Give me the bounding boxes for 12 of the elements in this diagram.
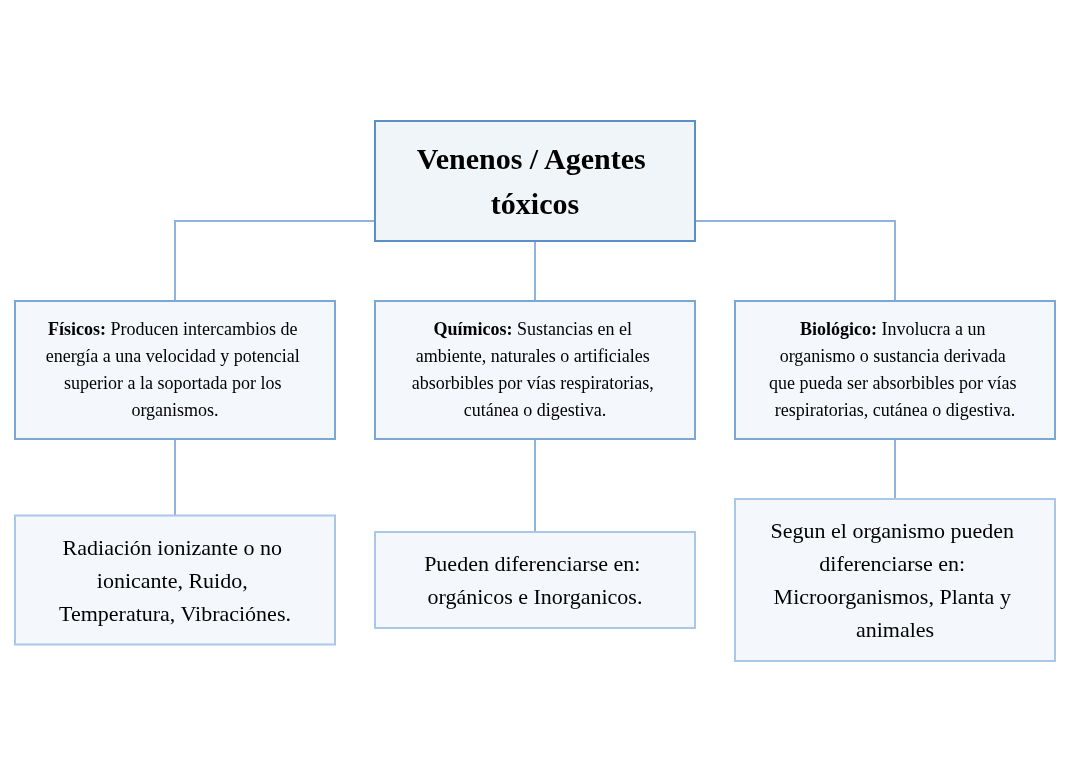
connector <box>534 437 536 533</box>
node-box: Biológico: Involucra a un organismo o sustancia derivada que pueda ser absorbibles por vías respiratorias, cutánea o digestiva. <box>734 299 1056 440</box>
node-box: Radiación ionizante o no ionicante, Ruido, Temperatura, Vibraciónes. <box>14 514 336 645</box>
node-box: Físicos: Producen intercambios de energía a una velocidad y potencial superior a la soportada por los organismos. <box>14 299 336 440</box>
node-box: Segun el organismo pueden diferenciarse en: Microorganismos, Planta y animales <box>734 497 1056 662</box>
connector <box>174 437 176 516</box>
connector <box>174 219 376 302</box>
node-box: Pueden diferenciarse en: orgánicos e Inorganicos. <box>374 530 696 629</box>
node-box: Químicos: Sustancias en el ambiente, naturales o artificiales absorbibles por vías respiratorias, cutánea o digestiva. <box>374 299 696 440</box>
node-box: Venenos / Agentes tóxicos <box>374 119 696 242</box>
connector <box>534 239 536 302</box>
connector <box>894 437 896 500</box>
